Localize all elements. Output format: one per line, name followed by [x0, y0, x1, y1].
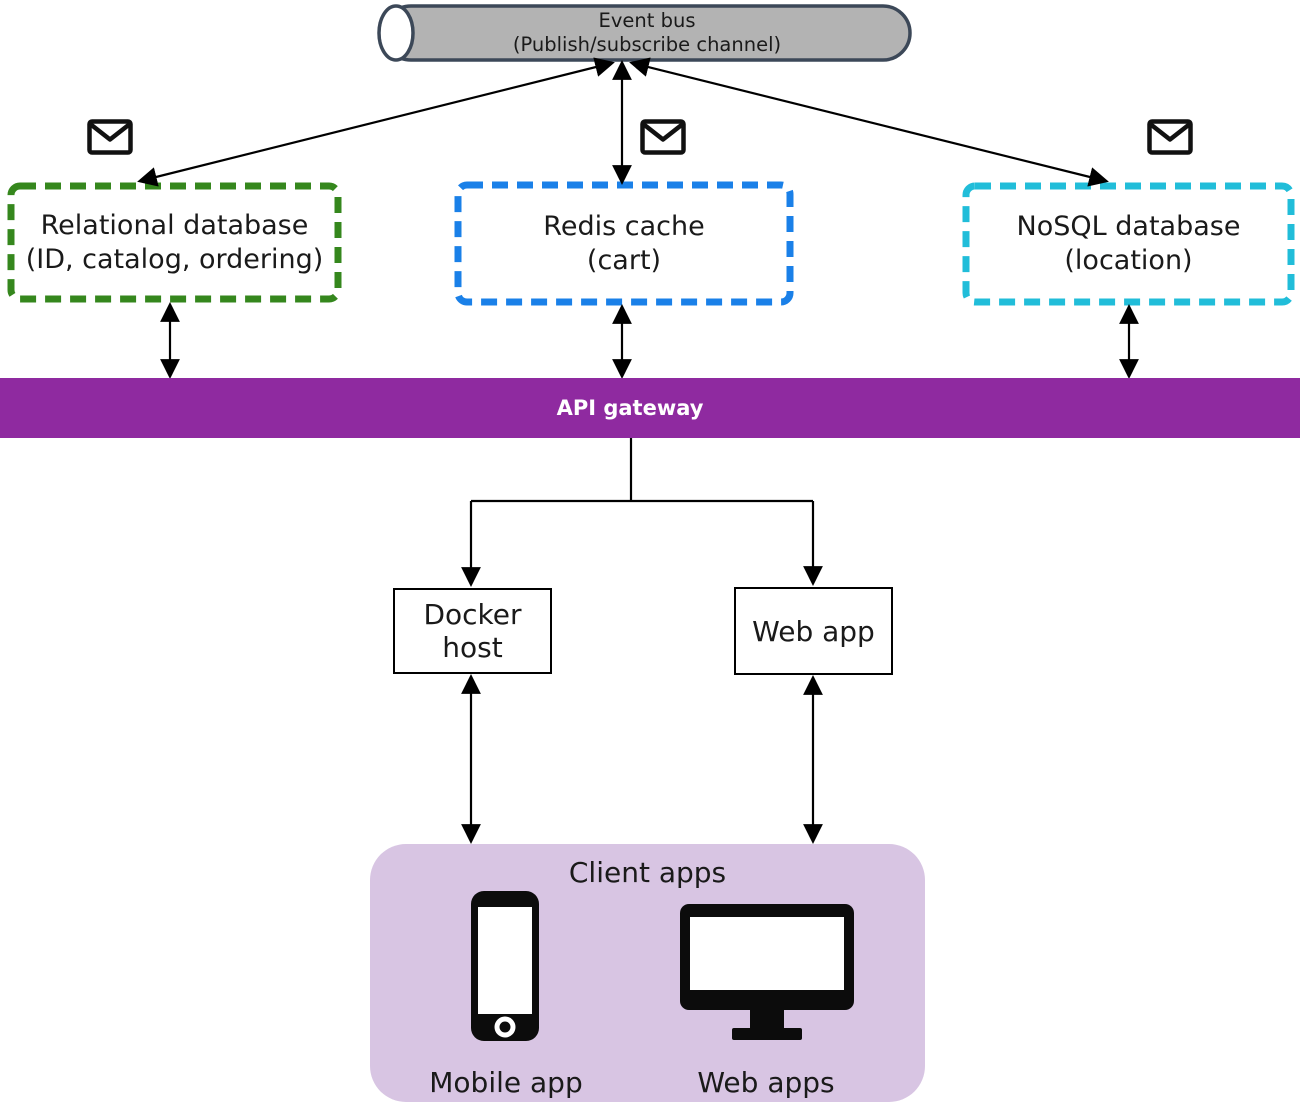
client-apps-title: Client apps	[568, 856, 727, 889]
envelope-icon	[1147, 119, 1193, 155]
api-gateway-label: API gateway	[556, 396, 704, 420]
redis-cache-box	[454, 181, 794, 306]
docker-host-node: Docker host	[393, 588, 552, 674]
web-apps-label: Web apps	[697, 1066, 835, 1099]
docker-host-label: Docker host	[423, 598, 522, 664]
envelope-icon	[87, 119, 133, 155]
smartphone-icon	[471, 891, 539, 1041]
redis-cache-sublabel: (cart)	[586, 244, 662, 276]
redis-cache-node: Redis cache (cart)	[458, 185, 790, 302]
relational-database-label: Relational database	[40, 209, 309, 241]
eventbus-to-relational-arrow	[137, 57, 615, 187]
event-bus-cylinder	[377, 4, 912, 62]
event-bus-label: Event bus (Publish/subscribe channel)	[384, 6, 910, 60]
relational-database-sublabel: (ID, catalog, ordering)	[25, 243, 324, 275]
web-app-label: Web app	[752, 614, 875, 648]
eventbus-to-nosql-arrow	[629, 57, 1109, 187]
monitor-icon	[680, 904, 854, 1040]
nosql-database-label: NoSQL database	[1016, 211, 1241, 242]
gateway-split-line	[471, 438, 813, 503]
envelope-icon	[640, 119, 686, 155]
web-app-node: Web app	[734, 587, 893, 675]
relational-database-node: Relational database (ID, catalog, orderi…	[11, 186, 338, 299]
nosql-database-node: NoSQL database (location)	[966, 186, 1291, 302]
nosql-database-box	[962, 182, 1295, 306]
event-bus-subtitle: (Publish/subscribe channel)	[512, 33, 782, 56]
redis-cache-label: Redis cache	[543, 210, 705, 242]
nosql-database-sublabel: (location)	[1064, 245, 1193, 276]
mobile-app-label: Mobile app	[429, 1066, 583, 1099]
client-apps-container: Client apps Mobile app Web apps	[370, 844, 925, 1102]
event-bus-title: Event bus	[598, 9, 696, 32]
api-gateway-bar: API gateway	[0, 378, 1300, 438]
